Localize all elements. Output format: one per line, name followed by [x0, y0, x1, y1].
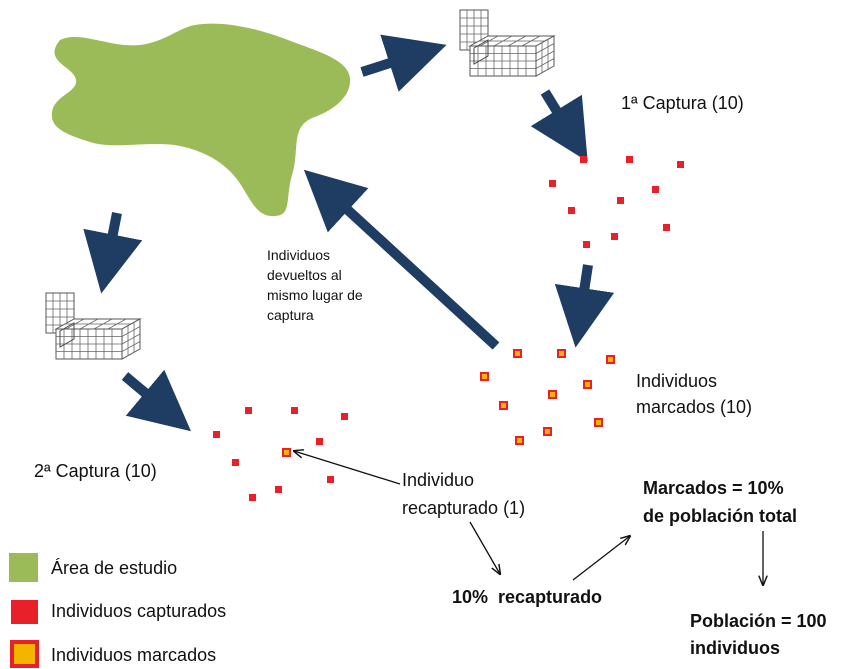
arrow-recaptured-pointer: [294, 451, 401, 485]
recaptured-individual: [282, 448, 291, 457]
marked-individuals: [480, 349, 615, 445]
population-label: Población = 100 individuos: [690, 611, 827, 658]
legend-label-marked: Individuos marcados: [51, 645, 217, 665]
trap-icon: [459, 9, 555, 77]
arrow-area-to-trap: [360, 34, 447, 92]
arrow-to-pct: [469, 521, 500, 574]
legend-swatch-marked: [10, 640, 39, 668]
study-area-shape: [51, 23, 351, 217]
marked-pct-label: Marcados = 10% de población total: [643, 478, 798, 526]
arrow-trap2-to-capture: [121, 369, 192, 432]
recaptured-label: Individuo recapturado (1): [402, 470, 526, 518]
arrow-return: [303, 169, 500, 350]
legend-label-study-area: Área de estudio: [51, 558, 178, 578]
first-capture-label: 1ª Captura (10): [621, 93, 744, 113]
legend-swatch-captured: [11, 600, 38, 624]
second-capture-individuals: [213, 407, 348, 501]
arrow-to-marked-pct: [572, 536, 630, 581]
marked-label: Individuos marcados (10): [636, 371, 753, 417]
pct-recaptured-label: 10% recapturado: [452, 587, 603, 607]
legend-swatch-study-area: [9, 553, 38, 582]
arrow-capture-to-marked: [554, 264, 615, 348]
returned-label: Individuos devueltos al mismo lugar de c…: [267, 247, 363, 323]
trap-icon: [45, 292, 141, 360]
legend-label-captured: Individuos capturados: [51, 601, 227, 621]
second-capture-label: 2ª Captura (10): [34, 461, 157, 481]
arrow-area-to-trap2: [83, 212, 143, 294]
arrow-trap-to-capture: [530, 89, 588, 162]
first-capture-individuals: [549, 156, 684, 248]
